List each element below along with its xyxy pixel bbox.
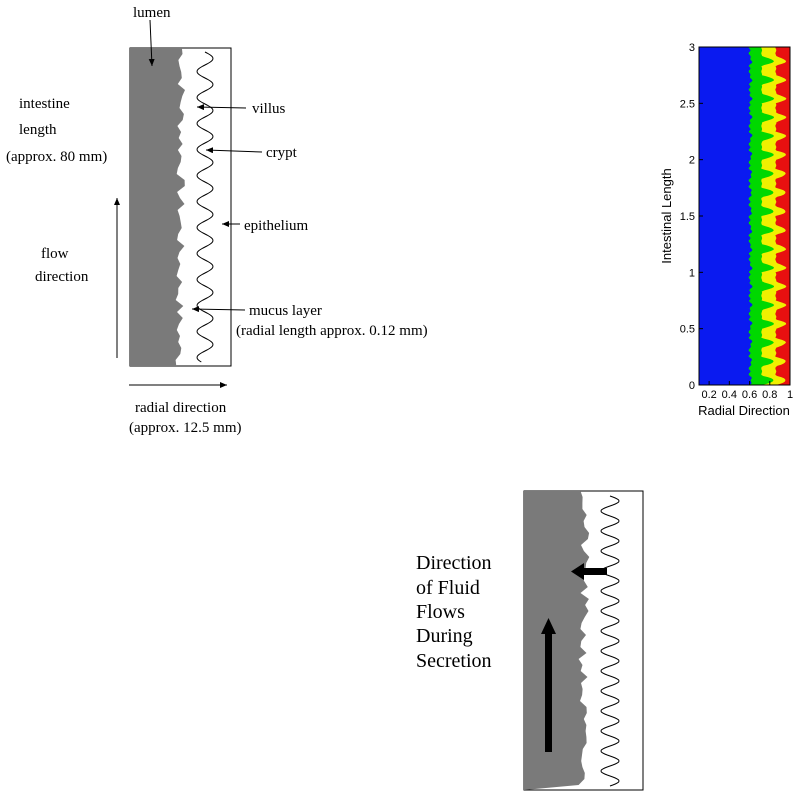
label-flow: flow [41,246,69,262]
secretion-title-line-4: During [416,625,473,647]
y-tick-label: 0.5 [680,324,695,336]
label-length-note: (approx. 80 mm) [6,149,107,165]
x-tick-label: 0.2 [701,389,716,401]
y-tick-label: 1 [689,267,695,279]
villus-wave [196,51,214,363]
label-mucus-layer: mucus layer [249,303,322,319]
y-tick-label: 2 [689,155,695,167]
intestine-diagram: lumen villus crypt epithelium mucus laye… [6,5,428,436]
lumen-region [130,48,185,366]
y-tick-label: 0 [689,380,695,392]
secretion-title-line-5: Secretion [416,650,492,672]
arrow-crypt [205,147,263,154]
label-epithelium: epithelium [244,218,308,234]
x-tick-label: 1 [787,389,793,401]
arrow-lumen [148,19,155,67]
y-axis-label: Intestinal Length [659,168,674,263]
label-radial-note: (approx. 12.5 mm) [129,420,241,436]
y-axis-ticks: 0 0.5 1 1.5 2 2.5 3 [680,42,703,392]
radial-flow-arrow-head [571,563,584,580]
secretion-title-line-2: of Fluid [416,577,480,599]
secretion-villus-wave [600,495,620,787]
x-tick-label: 0.4 [722,389,737,401]
y-tick-label: 2.5 [680,98,695,110]
x-tick-label: 0.8 [762,389,777,401]
label-mucus-note: (radial length approx. 0.12 mm) [236,323,428,339]
arrow-villus [196,104,247,111]
x-axis-ticks: 0.2 0.4 0.6 0.8 1 [701,381,793,401]
label-radial-direction: radial direction [135,400,227,416]
contour-plot: 0.2 0.4 0.6 0.8 1 0 0.5 1 1.5 2 2.5 3 Radial Direc… [659,42,793,418]
label-villus: villus [252,101,286,117]
secretion-title-line-3: Flows [416,601,465,623]
plot-region-blue [699,47,753,385]
label-crypt: crypt [266,145,298,161]
secretion-lumen-region [524,491,590,790]
y-tick-label: 1.5 [680,211,695,223]
axial-flow-arrow-shaft [545,634,552,752]
label-direction: direction [35,269,89,285]
x-tick-label: 0.6 [742,389,757,401]
axial-flow-arrow-head [541,618,556,634]
secretion-diagram: Direction of Fluid Flows During Secretio… [416,490,644,791]
y-tick-label: 3 [689,42,695,54]
label-lumen: lumen [133,5,171,21]
x-axis-label: Radial Direction [698,403,790,418]
arrow-mucus [191,306,246,313]
radial-flow-arrow-shaft [583,568,607,575]
secretion-title-line-1: Direction [416,552,492,574]
label-length: length [19,122,57,138]
label-intestine: intestine [19,96,70,112]
